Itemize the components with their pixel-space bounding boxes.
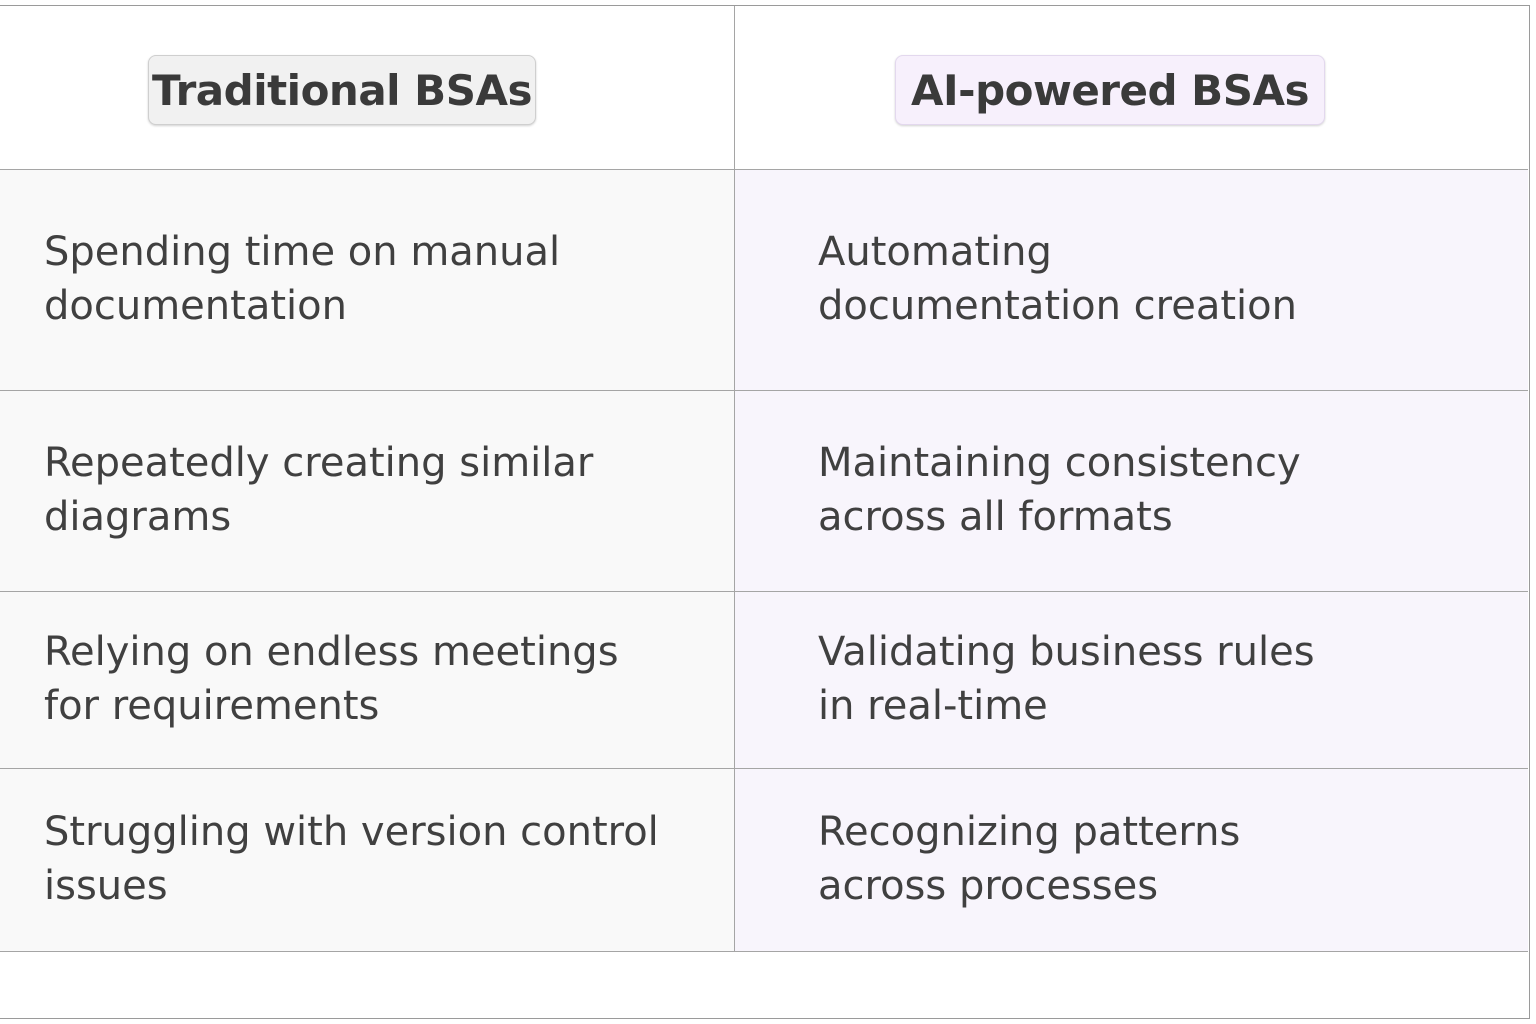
ai-cell-text: Maintaining consistency across all forma… bbox=[818, 440, 1301, 540]
comparison-table: Traditional BSAs AI-powered BSAs Spendin… bbox=[0, 5, 1530, 1019]
ai-cell: Automating documentation creation bbox=[735, 170, 1528, 390]
traditional-cell-text: Spending time on manual documentation bbox=[44, 229, 561, 329]
traditional-cell: Spending time on manual documentation bbox=[0, 170, 734, 390]
table-row: Relying on endless meetings for requirem… bbox=[0, 592, 1528, 769]
traditional-bsas-header: Traditional BSAs bbox=[148, 55, 536, 125]
traditional-cell-text: Struggling with version control issues bbox=[44, 809, 659, 909]
ai-cell-text: Recognizing patterns across processes bbox=[818, 809, 1241, 909]
table-header-row: Traditional BSAs AI-powered BSAs bbox=[0, 6, 1528, 170]
traditional-cell: Struggling with version control issues bbox=[0, 769, 734, 951]
traditional-cell: Relying on endless meetings for requirem… bbox=[0, 592, 734, 768]
ai-cell-text: Automating documentation creation bbox=[818, 229, 1297, 329]
traditional-cell-text: Relying on endless meetings for requirem… bbox=[44, 629, 619, 729]
ai-cell: Recognizing patterns across processes bbox=[735, 769, 1528, 951]
traditional-cell: Repeatedly creating similar diagrams bbox=[0, 391, 734, 591]
ai-cell: Maintaining consistency across all forma… bbox=[735, 391, 1528, 591]
ai-powered-bsas-header: AI-powered BSAs bbox=[895, 55, 1325, 125]
table-row: Spending time on manual documentation Au… bbox=[0, 170, 1528, 391]
table-row: Struggling with version control issues R… bbox=[0, 769, 1528, 952]
column-divider bbox=[734, 6, 735, 952]
traditional-cell-text: Repeatedly creating similar diagrams bbox=[44, 440, 594, 540]
ai-cell: Validating business rules in real-time bbox=[735, 592, 1528, 768]
ai-cell-text: Validating business rules in real-time bbox=[818, 629, 1315, 729]
table-row: Repeatedly creating similar diagrams Mai… bbox=[0, 391, 1528, 592]
